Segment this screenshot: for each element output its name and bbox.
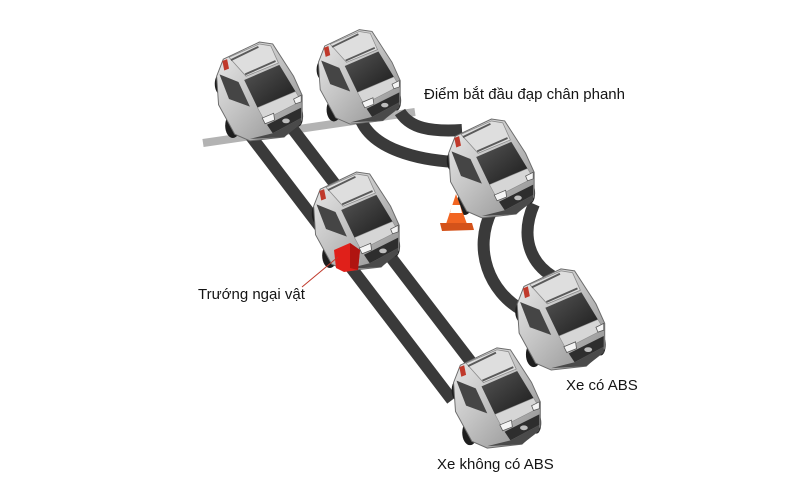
traffic-cone-icon — [440, 194, 474, 231]
car-abs-brake-start — [315, 28, 403, 126]
car-no-abs-brake-start — [213, 41, 305, 142]
tire-track — [287, 124, 499, 396]
car-no-abs-final — [450, 346, 543, 450]
brake-start-label: Điểm bắt đầu đạp chân phanh — [424, 86, 625, 103]
car-abs-final — [514, 267, 607, 372]
obstacle-label: Trướng ngại vật — [198, 286, 305, 303]
tire-track — [477, 207, 526, 316]
tire-track — [354, 115, 456, 168]
tire-tracks-abs — [354, 108, 556, 316]
obstacle-leader-line — [301, 256, 339, 288]
tire-track — [394, 108, 463, 137]
tire-track — [521, 201, 556, 282]
car-abs-avoiding — [445, 118, 537, 219]
car-with-abs-label: Xe có ABS — [566, 377, 638, 394]
car-without-abs-label: Xe không có ABS — [437, 456, 554, 473]
obstacle-cone-icon — [334, 243, 360, 272]
